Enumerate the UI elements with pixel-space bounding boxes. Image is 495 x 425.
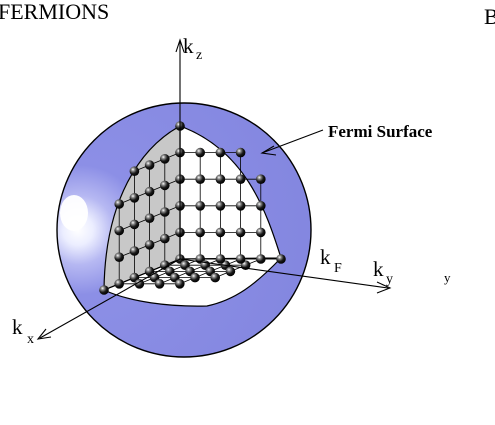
cutaway-floor (102, 257, 283, 307)
edge-letter: B (484, 4, 495, 29)
cutaway-octant (99, 121, 286, 307)
particle (215, 174, 226, 184)
kf-subscript: F (334, 261, 342, 276)
kx-label: k (12, 315, 23, 339)
particle (129, 166, 140, 176)
kz-label: k (183, 34, 194, 58)
particle (195, 147, 205, 158)
kx-subscript: x (27, 332, 34, 347)
particle (215, 254, 226, 264)
particle (114, 252, 124, 262)
particle (114, 279, 124, 289)
particle (190, 272, 200, 283)
particle (276, 254, 286, 264)
fermi-surface-pointer (261, 129, 324, 154)
particle (134, 279, 145, 289)
fermi-surface-label: Fermi Surface (328, 122, 433, 141)
particle (235, 254, 246, 264)
particle (175, 279, 185, 289)
sphere-highlight (60, 195, 88, 231)
kz-axis-arrowhead (175, 38, 185, 53)
particle (160, 180, 170, 191)
particle (225, 266, 236, 277)
particle (99, 285, 109, 295)
particle (144, 240, 155, 250)
particle (195, 201, 205, 211)
stray-y-label: y (444, 270, 451, 285)
particle (215, 201, 226, 211)
particle (215, 227, 226, 238)
particle (144, 160, 155, 170)
particle (235, 174, 246, 184)
particle (235, 147, 246, 158)
fermi-surface-pointer-arrowhead (260, 145, 277, 156)
particle (144, 186, 155, 197)
ky-label: k (373, 257, 384, 281)
particle (255, 174, 266, 184)
particle (160, 154, 170, 164)
particle (114, 199, 124, 209)
particle (160, 233, 170, 244)
particle (129, 193, 140, 203)
particle (144, 213, 155, 223)
particle (160, 207, 170, 217)
particle (154, 279, 165, 289)
particle (129, 219, 140, 230)
particle (114, 225, 124, 236)
axes (36, 38, 392, 340)
particle (215, 147, 226, 158)
diagram-title: FERMIONS (0, 0, 109, 24)
particle (195, 227, 205, 238)
ky-subscript: y (386, 272, 393, 287)
ky-axis-arrowhead (376, 281, 392, 294)
ky-axis (179, 258, 389, 289)
particle (210, 272, 220, 283)
kx-axis (39, 258, 181, 339)
particle (255, 254, 266, 264)
particle-lattice (99, 121, 286, 295)
particle (129, 246, 140, 256)
particle (235, 227, 246, 238)
kf-label: k (320, 245, 331, 269)
kz-subscript: z (196, 48, 202, 63)
particle (195, 174, 205, 184)
particle (255, 201, 266, 211)
particle (235, 201, 246, 211)
particle (255, 227, 266, 238)
kx-axis-arrowhead (36, 328, 52, 340)
